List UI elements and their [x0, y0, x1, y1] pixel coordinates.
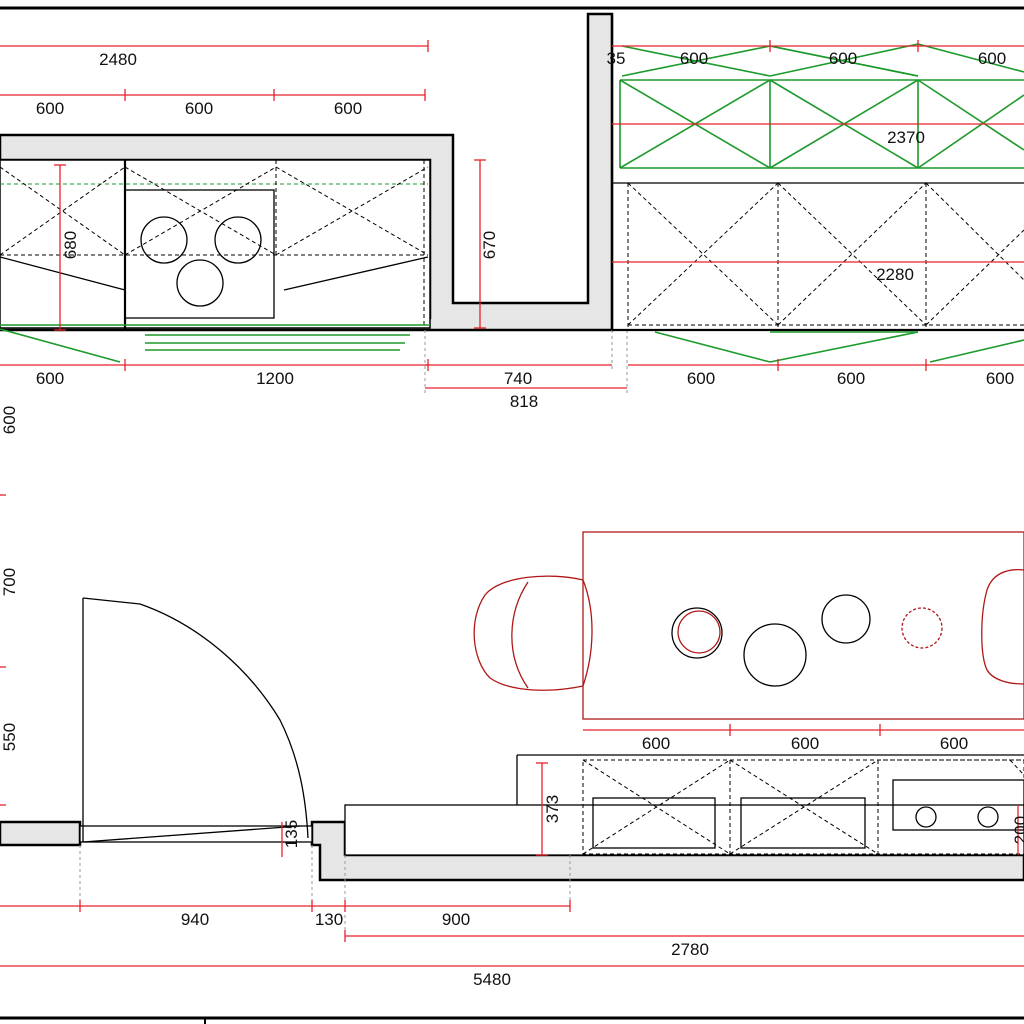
drawing-frame	[0, 6, 1024, 1024]
dim-right-bottom-2: 600	[837, 369, 865, 388]
bottom-dimensions	[0, 762, 1024, 967]
dim-left-bottom-1: 600	[36, 369, 64, 388]
dim-right-35: 35	[607, 49, 626, 68]
dim-gap-740: 740	[504, 369, 532, 388]
dim-left-bottom-2: 1200	[256, 369, 294, 388]
dim-gap-818: 818	[510, 392, 538, 411]
dim-lower-940: 940	[181, 910, 209, 929]
bar-stool	[981, 569, 1024, 685]
dim-island-1: 600	[642, 734, 670, 753]
dim-135: 135	[282, 820, 301, 848]
top-left-dimensions	[0, 40, 628, 395]
dim-right-top-3: 600	[978, 49, 1006, 68]
door-swing	[82, 597, 309, 843]
dim-island-2: 600	[791, 734, 819, 753]
dim-side-550: 550	[0, 723, 19, 751]
dim-lower-5480: 5480	[473, 970, 511, 989]
dim-right-bottom-3: 600	[986, 369, 1014, 388]
kitchen-island	[473, 531, 1024, 720]
cooktop-burner	[671, 607, 723, 659]
sink-drain	[915, 806, 937, 828]
dim-depth-670: 670	[480, 231, 499, 259]
cooktop-burner	[140, 216, 188, 264]
dim-373: 373	[543, 795, 562, 823]
island-dimensions	[583, 724, 1024, 736]
sink-drain	[977, 806, 999, 828]
dim-right-2370: 2370	[887, 128, 925, 147]
dim-top-seg-3: 600	[334, 99, 362, 118]
bottom-cabinets	[344, 754, 1024, 856]
bar-stool	[473, 575, 593, 691]
dim-lower-130: 130	[315, 910, 343, 929]
top-right-dimensions	[612, 40, 1024, 371]
dim-lower-2780: 2780	[671, 940, 709, 959]
dim-200: 200	[1011, 816, 1024, 844]
dim-top-seg-1: 600	[36, 99, 64, 118]
cooktop-burner	[743, 623, 807, 687]
dim-right-top-1: 600	[680, 49, 708, 68]
side-dimensions	[0, 494, 6, 806]
dim-top-total: 2480	[99, 50, 137, 69]
dim-side-700: 700	[0, 568, 19, 596]
dim-side-600: 600	[0, 406, 19, 434]
dim-right-top-2: 600	[829, 49, 857, 68]
dim-lower-900: 900	[442, 910, 470, 929]
top-right-cabinets	[610, 14, 1024, 363]
dim-right-2280: 2280	[876, 265, 914, 284]
sink	[892, 779, 1024, 831]
dim-depth-680: 680	[61, 231, 80, 259]
cooktop-burner	[176, 259, 224, 307]
dim-right-bottom-1: 600	[687, 369, 715, 388]
dim-island-3: 600	[940, 734, 968, 753]
cooktop-burner	[214, 216, 262, 264]
top-left-cabinets	[0, 159, 431, 363]
dim-top-seg-2: 600	[185, 99, 213, 118]
cooktop-burner	[821, 594, 871, 644]
